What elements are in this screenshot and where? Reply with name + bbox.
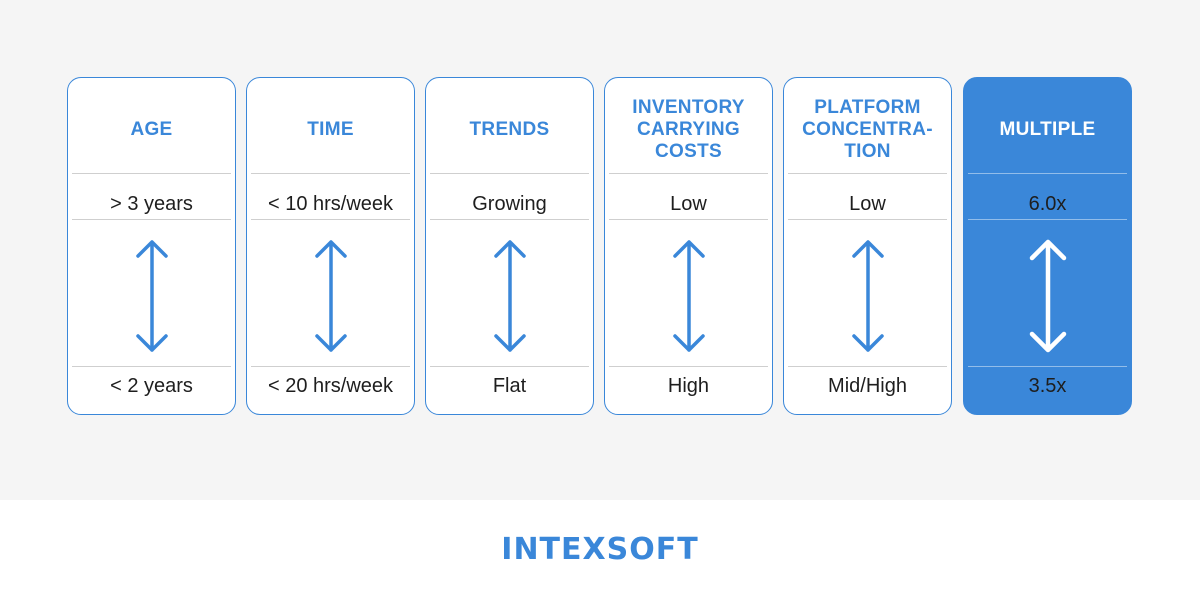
- divider: [251, 366, 410, 367]
- column-trends: TRENDS Growing Flat: [425, 77, 594, 415]
- bottom-value: < 2 years: [110, 374, 193, 397]
- divider: [72, 219, 231, 220]
- divider: [609, 366, 768, 367]
- double-arrow-vertical-icon: [493, 240, 526, 352]
- double-arrow-vertical-icon: [851, 240, 884, 352]
- double-arrow-vertical-icon: [672, 240, 705, 352]
- divider: [430, 366, 589, 367]
- intexsoft-logo: INTEXSOFT: [501, 531, 699, 567]
- divider: [72, 173, 231, 174]
- column-multiple: MULTIPLE 6.0x 3.5x: [963, 77, 1132, 415]
- column-inventory-carrying-costs: INVENTORY CARRYING COSTS Low High: [604, 77, 773, 415]
- top-value: > 3 years: [110, 192, 193, 215]
- divider: [430, 173, 589, 174]
- divider: [251, 219, 410, 220]
- bottom-value: Mid/High: [828, 374, 907, 397]
- column-age: AGE > 3 years < 2 years: [67, 77, 236, 415]
- double-arrow-vertical-icon: [1029, 239, 1066, 353]
- bottom-value: 3.5x: [1028, 374, 1067, 397]
- column-title: INVENTORY CARRYING COSTS: [632, 97, 745, 162]
- divider: [430, 219, 589, 220]
- top-value: Low: [670, 192, 707, 215]
- top-value: Low: [849, 192, 886, 215]
- divider: [968, 219, 1127, 220]
- column-title: TIME: [307, 119, 354, 140]
- column-title: AGE: [130, 119, 173, 140]
- double-arrow-vertical-icon: [314, 240, 347, 352]
- divider: [788, 219, 947, 220]
- column-title: PLATFORM CONCENTRA-TION: [802, 97, 933, 162]
- column-title: TRENDS: [469, 119, 550, 140]
- bottom-value: < 20 hrs/week: [267, 374, 394, 397]
- divider: [251, 173, 410, 174]
- double-arrow-vertical-icon: [135, 240, 168, 352]
- divider: [788, 173, 947, 174]
- top-value: < 10 hrs/week: [267, 192, 394, 215]
- divider: [72, 366, 231, 367]
- divider: [609, 173, 768, 174]
- divider: [609, 219, 768, 220]
- column-time: TIME < 10 hrs/week < 20 hrs/week: [246, 77, 415, 415]
- bottom-value: Flat: [492, 374, 527, 397]
- bottom-value: High: [667, 374, 710, 397]
- top-value: Growing: [472, 192, 547, 215]
- divider: [788, 366, 947, 367]
- column-platform-concentration: PLATFORM CONCENTRA-TION Low Mid/High: [783, 77, 952, 415]
- column-title: MULTIPLE: [999, 119, 1096, 140]
- divider: [968, 366, 1127, 367]
- divider: [968, 173, 1127, 174]
- valuation-factors-diagram: AGE > 3 years < 2 years TIME < 10 hrs/we…: [67, 77, 1134, 417]
- top-value: 6.0x: [1028, 192, 1067, 215]
